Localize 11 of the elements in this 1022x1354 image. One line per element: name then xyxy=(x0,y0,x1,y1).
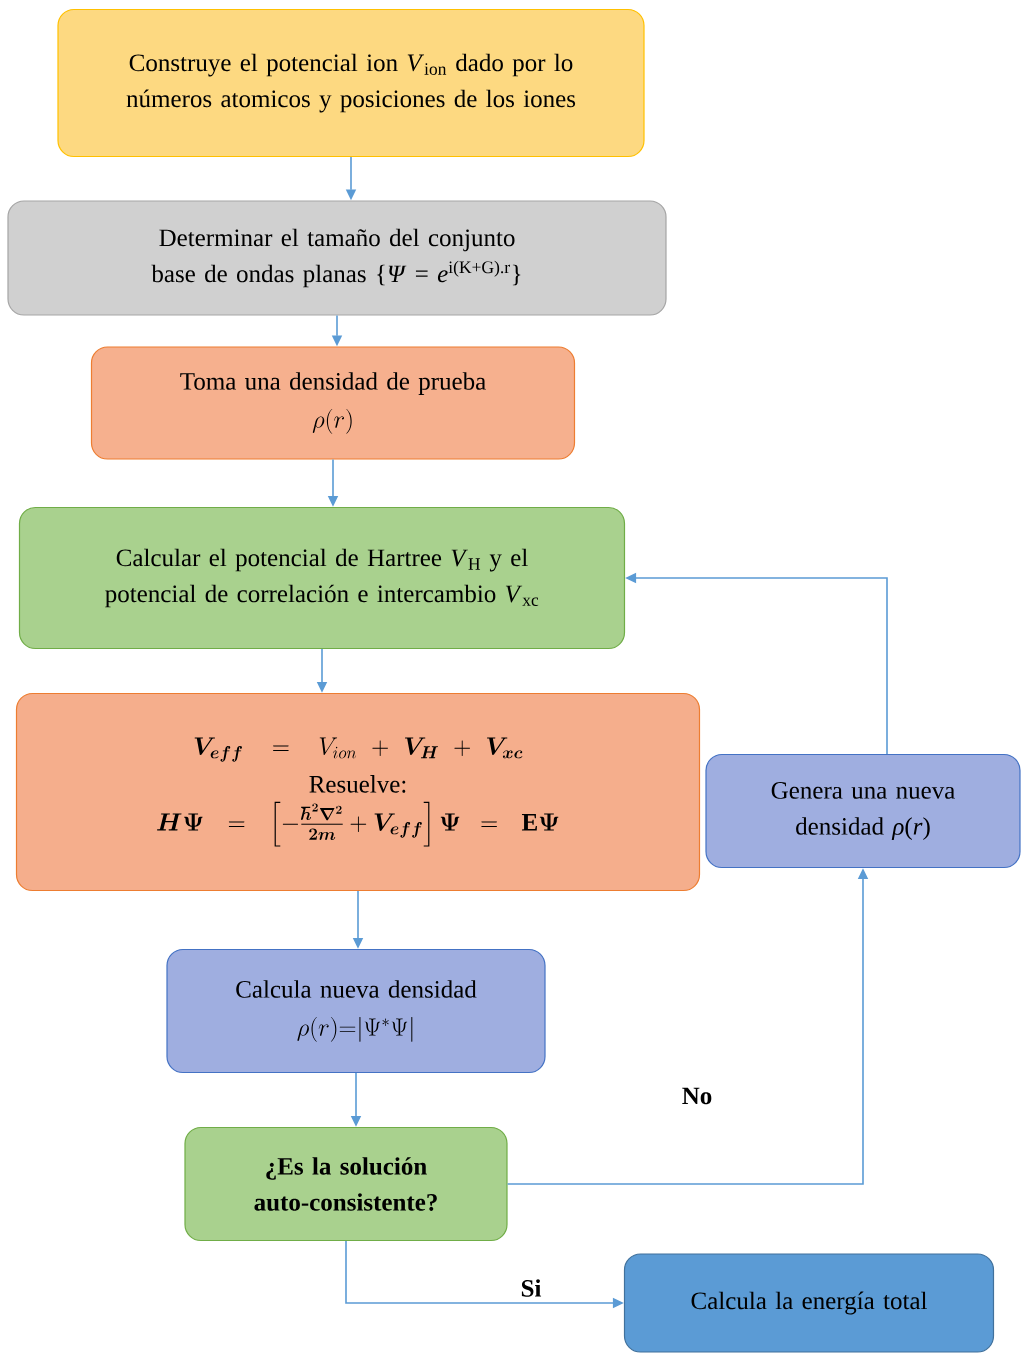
process-box: $\boldsymbol{V_{eff}} = V_{ion} + \boldsymbol{V_{H}} + \boldsymbol{V_{xc}}$ Resuelve: $\boldsymbol{H\Psi} = \left[-\boldsymbol{\frac{\hbar^{2}\nabla^{2}}{2m}} + \boldsymbol{V_{eff}}\right]\boldsymbol{\Psi}\!= \mathbf{E}\boldsymbol{\Psi}$ xyxy=(15,692,701,892)
edge-label: Si xyxy=(518,1277,544,1299)
terminal-box: Calcula la energía total xyxy=(623,1253,995,1353)
process-box: Toma una densidad de prueba $\rho(r)$ xyxy=(90,346,576,460)
process-box: Calcular el potencial de Hartree V$_{H}$ y el potencial de correlación e intercambio V$_{xc}$ xyxy=(18,506,626,650)
edge-label: No xyxy=(679,1085,715,1107)
process-box: Calcula nueva densidad $\rho(r)\mathrm{=}|\Psi^{*}\Psi|$ xyxy=(166,948,546,1074)
process-box: Construye el potencial ion V$_{ion}$ dado por lo números atomicos y posiciones de los iones xyxy=(57,8,645,158)
process-box: Genera una nueva densidad ρ(r) xyxy=(705,753,1021,869)
decision-box: ¿Es la solución auto-consistente? xyxy=(184,1126,508,1242)
process-box: Determinar el tamaño del conjunto base de ondas planas {Ψ = e$^{i(K+G).r}$} xyxy=(7,200,667,316)
